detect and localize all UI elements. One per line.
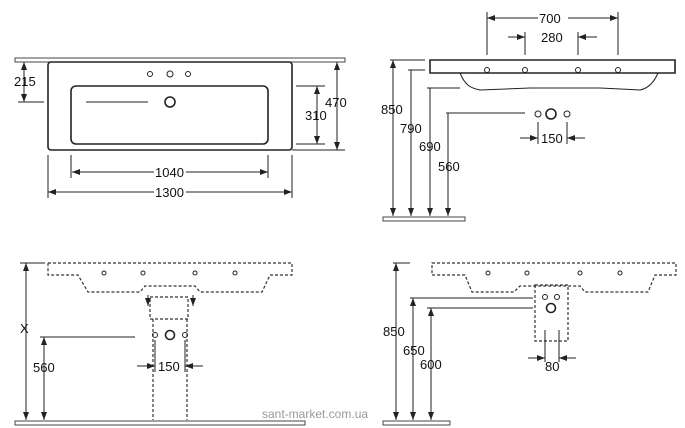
dim-1040: 1040 xyxy=(155,165,184,180)
watermark: sant-market.com.ua xyxy=(262,407,368,421)
dim-850: 850 xyxy=(381,102,403,117)
dim-470: 470 xyxy=(325,95,347,110)
dim-310: 310 xyxy=(305,108,327,123)
floor xyxy=(382,216,466,222)
dim-150-side: 150 xyxy=(541,131,563,146)
tap-hole-icon xyxy=(147,71,153,77)
top-plan-view: 215 310 470 1040 1300 xyxy=(14,57,347,200)
dim-690: 690 xyxy=(419,139,441,154)
floor xyxy=(14,420,306,426)
dim-700: 700 xyxy=(539,11,561,26)
dim-850-siphon: 850 xyxy=(383,324,405,339)
tap-hole-icon xyxy=(166,70,174,78)
drain-icon xyxy=(164,96,176,108)
basin-outline xyxy=(47,61,293,151)
dim-215: 215 xyxy=(14,74,36,89)
bowl-outline xyxy=(70,85,269,145)
side-view: 700 280 850 790 690 560 150 xyxy=(381,11,676,222)
tap-hole-icon xyxy=(185,71,191,77)
dim-1300: 1300 xyxy=(155,185,184,200)
dim-80: 80 xyxy=(545,359,559,374)
dim-280: 280 xyxy=(541,30,563,45)
siphon-view: 850 650 600 80 xyxy=(382,262,677,426)
pedestal-view: X 560 150 xyxy=(14,262,306,426)
dim-x: X xyxy=(20,321,29,336)
dim-560-pedestal: 560 xyxy=(33,360,55,375)
floor xyxy=(382,420,451,426)
dim-560: 560 xyxy=(438,159,460,174)
dim-650: 650 xyxy=(403,343,425,358)
dim-150-pedestal: 150 xyxy=(158,359,180,374)
dim-600: 600 xyxy=(420,357,442,372)
dim-790: 790 xyxy=(400,121,422,136)
